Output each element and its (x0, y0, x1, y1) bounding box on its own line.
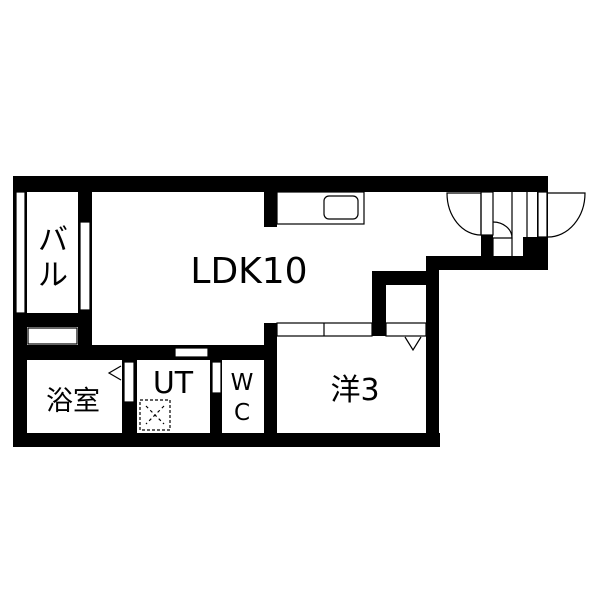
bath-label: 浴室 (46, 386, 100, 417)
ut-door (174, 347, 209, 358)
kitchen-sink-icon (323, 195, 359, 220)
bath-door-marker-icon (107, 365, 122, 381)
ldk-label: LDK10 (190, 251, 307, 292)
windows-and-doors (15, 191, 548, 403)
walls (13, 176, 548, 447)
balcony-label-2: ル (38, 258, 68, 293)
fixtures (107, 191, 586, 431)
utility-label: UT (153, 366, 194, 401)
wc-label-1: W (231, 370, 254, 396)
closet-door-marker-icon (404, 336, 422, 352)
wc-label-2: C (234, 400, 250, 426)
washer-space-icon (139, 399, 171, 431)
entrance-door-swing-icon (446, 192, 482, 236)
shoebox-door-icon (492, 221, 513, 239)
wc-door (211, 361, 222, 394)
balcony-sliding-door (79, 221, 91, 311)
room-labels: LDK10 洋3 バ ル 浴室 UT W C (38, 223, 380, 426)
balcony-window (15, 191, 26, 314)
western-room-label: 洋3 (330, 373, 379, 408)
bath-door (123, 361, 135, 403)
balcony-label-1: バ (38, 223, 68, 258)
entrance-window (537, 191, 548, 238)
entrance-door-swing-right-icon (547, 192, 586, 238)
storage (27, 327, 78, 345)
kitchen-counter (276, 191, 365, 225)
closet-door (385, 322, 427, 337)
